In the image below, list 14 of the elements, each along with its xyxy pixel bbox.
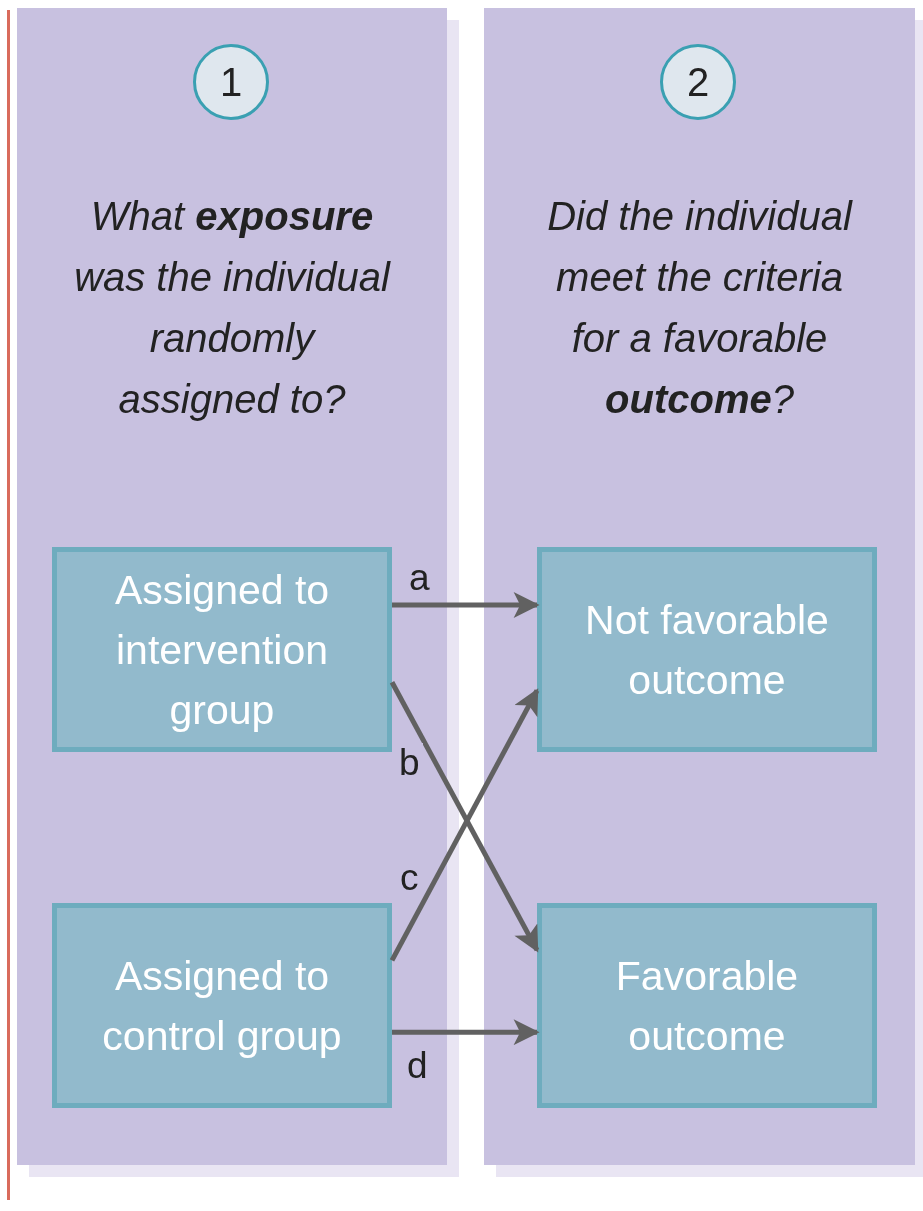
arrow — [392, 592, 540, 618]
category-box — [537, 547, 877, 752]
box-label: Assigned to control group — [101, 951, 343, 1061]
category-box — [52, 903, 392, 1108]
category-box — [537, 903, 877, 1108]
box-label: Not favorable outcome — [584, 595, 830, 705]
question-text: What exposure was the individual randomly assigned to? — [74, 194, 390, 421]
column-panel — [17, 8, 447, 1165]
box-label: Assigned to intervention group — [113, 565, 331, 735]
arrow — [392, 1019, 540, 1046]
question-text: Did the individual meet the criteria for a favorable outcome? — [547, 194, 852, 421]
category-box — [52, 547, 392, 752]
box-label: Favorable outcome — [614, 951, 800, 1061]
column-panel — [484, 8, 915, 1165]
